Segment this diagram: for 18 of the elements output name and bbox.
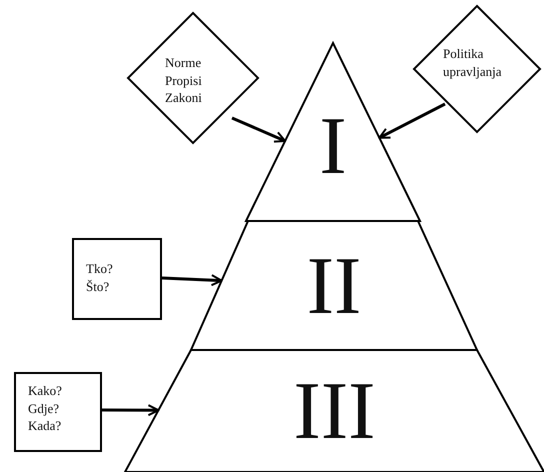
- callout-text: Tko? Što?: [86, 260, 114, 296]
- pyramid-tier: [246, 43, 420, 221]
- tier-numeral: I: [318, 105, 348, 187]
- callout-text: Kako? Gdje? Kada?: [28, 382, 63, 435]
- arrow: [102, 404, 160, 416]
- callout-box: [127, 12, 259, 144]
- callout-box: [14, 372, 102, 452]
- tier-numeral: III: [292, 370, 376, 452]
- pyramid-tier: [125, 350, 544, 472]
- callout-text: Norme Propisi Zakoni: [165, 54, 203, 107]
- callout-box: [413, 5, 541, 133]
- tier-numeral: II: [306, 245, 362, 327]
- arrow: [231, 116, 286, 143]
- callout-box: [72, 238, 162, 320]
- arrow: [378, 102, 446, 140]
- pyramid-tier: [191, 221, 477, 350]
- arrow: [162, 274, 223, 286]
- callout-text: Politika upravljanja: [443, 45, 502, 80]
